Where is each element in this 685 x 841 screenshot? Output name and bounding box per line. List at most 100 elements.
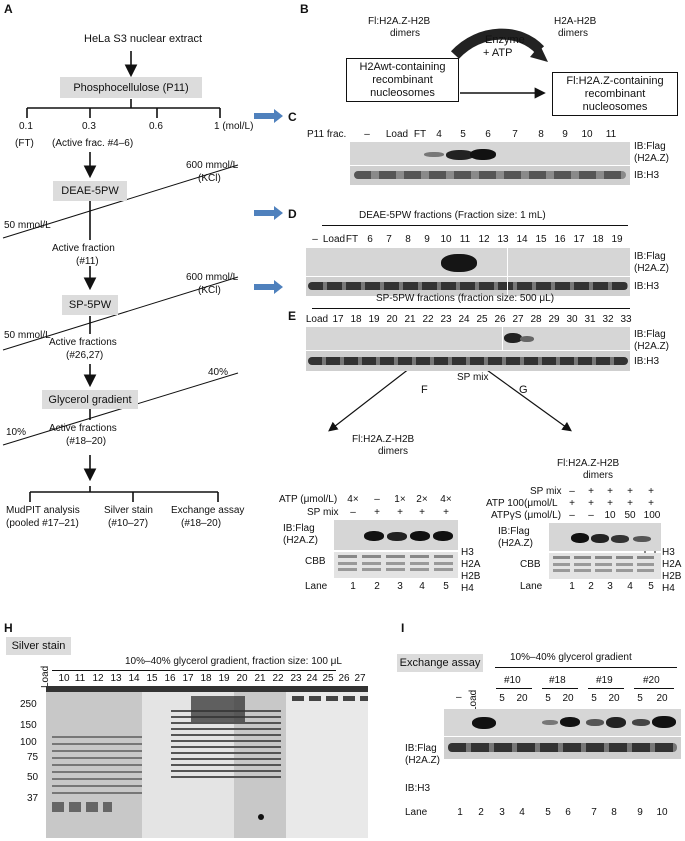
- f-title-1: Fl:H2A.Z-H2B: [352, 434, 415, 445]
- deae-high: 600 mmol/L: [186, 160, 239, 171]
- p11-frac-1: 0.1: [19, 121, 33, 132]
- i-group-20: #20: [643, 675, 660, 686]
- i-lane-label: Lane: [405, 807, 428, 818]
- output-exchange-2: (#18–20): [181, 518, 222, 529]
- i-label: Exchange assay: [397, 654, 483, 672]
- b-donor-2: dimers: [390, 28, 421, 39]
- gly-high: 40%: [208, 367, 229, 378]
- d-ib-flag-sub: (H2A.Z): [634, 263, 669, 274]
- g-h3: H3: [662, 547, 675, 558]
- sp-low: 50 mmol/L: [4, 330, 51, 341]
- output-mudpit-2: (pooled #17–21): [6, 518, 79, 529]
- flow-start: HeLa S3 nuclear extract: [84, 33, 203, 45]
- d-blot-h3: [306, 277, 630, 296]
- f-h2b: H2B: [461, 571, 481, 582]
- b-enzyme-2: + ATP: [483, 47, 513, 59]
- e-ib-flag-sub: (H2A.Z): [634, 341, 669, 352]
- g-blot-cbb: [549, 553, 661, 579]
- enzyme-curve-arrow: [450, 28, 545, 59]
- g-ib-flag: IB:Flag: [498, 526, 530, 537]
- h-title-rule: [52, 670, 336, 671]
- output-silver-2: (#10–27): [108, 518, 149, 529]
- g-h2b: H2B: [662, 571, 682, 582]
- g-blot-flag: [549, 523, 661, 551]
- deae-high-unit: (KCl): [198, 173, 221, 184]
- f-h4: H4: [461, 583, 474, 594]
- g-h4: H4: [662, 583, 675, 594]
- i-ib-flag: IB:Flag: [405, 743, 437, 754]
- panel-label-b: B: [300, 2, 309, 16]
- h-label: Silver stain: [6, 637, 71, 655]
- d-title-rule: [322, 225, 628, 226]
- f-h2a: H2A: [461, 559, 481, 570]
- g-title-1: Fl:H2A.Z-H2B: [557, 458, 620, 469]
- e-sp-mix: SP mix: [457, 372, 489, 383]
- flow-step-sp: SP-5PW: [62, 295, 118, 315]
- blue-arrow-e: [254, 280, 283, 294]
- c-ib-h3: IB:H3: [634, 170, 660, 181]
- d-title: DEAE-5PW fractions (Fraction size: 1 mL): [359, 210, 546, 221]
- sp-active: Active fractions: [49, 337, 117, 348]
- f-row1-label: ATP (μmol/L): [279, 494, 338, 505]
- blue-arrow-c: [254, 109, 283, 123]
- e-title: SP-5PW fractions (fraction size: 500 μL): [376, 293, 555, 304]
- c-ib-flag-sub: (H2A.Z): [634, 153, 669, 164]
- f-h3: H3: [461, 547, 474, 558]
- f-lane-label: Lane: [305, 581, 328, 592]
- h-title: 10%–40% glycerol gradient, fraction size…: [125, 656, 342, 667]
- panel-label-h: H: [4, 621, 13, 635]
- output-mudpit-1: MudPIT analysis: [6, 505, 80, 516]
- panel-label-c: C: [288, 110, 297, 124]
- f-blot-flag: [334, 520, 458, 550]
- e-title-rule: [312, 308, 630, 309]
- h-silver-gel: [46, 686, 368, 838]
- gly-active: Active fractions: [49, 423, 117, 434]
- i-title-rule: [495, 667, 677, 668]
- flow-step-glycerol: Glycerol gradient: [42, 390, 138, 409]
- i-dash: –: [456, 692, 462, 703]
- deae-active-num: (#11): [76, 256, 99, 267]
- p11-note-ft: (FT): [15, 138, 34, 149]
- i-blot-h3: [444, 737, 681, 759]
- b-enzyme-1: Enzyme: [485, 34, 525, 46]
- output-silver-1: Silver stain: [104, 505, 153, 516]
- f-ib-flag-sub: (H2A.Z): [283, 535, 318, 546]
- h-load: Load: [40, 665, 51, 688]
- g-ib-flag-sub: (H2A.Z): [498, 538, 533, 549]
- panel-label-g: G: [519, 384, 528, 396]
- c-blot-h3: [350, 166, 630, 185]
- sp-high-unit: (KCl): [198, 285, 221, 296]
- e-ib-h3: IB:H3: [634, 356, 660, 367]
- p11-frac-4: 1 (mol/L): [214, 121, 254, 132]
- p11-frac-3: 0.6: [149, 121, 163, 132]
- flow-step-p11: Phosphocellulose (P11): [60, 77, 202, 98]
- e-blot-h3: [306, 351, 630, 371]
- blue-arrow-d: [254, 206, 283, 220]
- sp-high: 600 mmol/L: [186, 272, 239, 283]
- panel-label-f: F: [421, 384, 428, 396]
- i-ib-h3: IB:H3: [405, 783, 431, 794]
- c-blot-flag: [350, 142, 630, 165]
- g-row2-label: ATP 100(μmol/L: [486, 498, 558, 509]
- f-row2-label: SP mix: [307, 507, 339, 518]
- panel-label-d: D: [288, 207, 297, 221]
- panel-label-e: E: [288, 309, 297, 323]
- e-ib-flag: IB:Flag: [634, 329, 666, 340]
- f-ib-flag: IB:Flag: [283, 523, 315, 534]
- g-lane-label: Lane: [520, 581, 543, 592]
- output-exchange-1: Exchange assay: [171, 505, 245, 516]
- i-group-10: #10: [504, 675, 521, 686]
- c-lane-header: P11 frac.: [307, 129, 347, 140]
- g-title-2: dimers: [583, 470, 614, 481]
- i-ib-flag-sub: (H2A.Z): [405, 755, 440, 766]
- e-blot-flag: [306, 327, 630, 350]
- f-cbb: CBB: [305, 556, 326, 567]
- d-blot-flag: [306, 248, 630, 276]
- sp-active-num: (#26,27): [66, 350, 104, 361]
- i-group-18: #18: [549, 675, 566, 686]
- g-row1-label: SP mix: [530, 486, 562, 497]
- f-title-2: dimers: [378, 446, 409, 457]
- deae-active: Active fraction: [52, 243, 115, 254]
